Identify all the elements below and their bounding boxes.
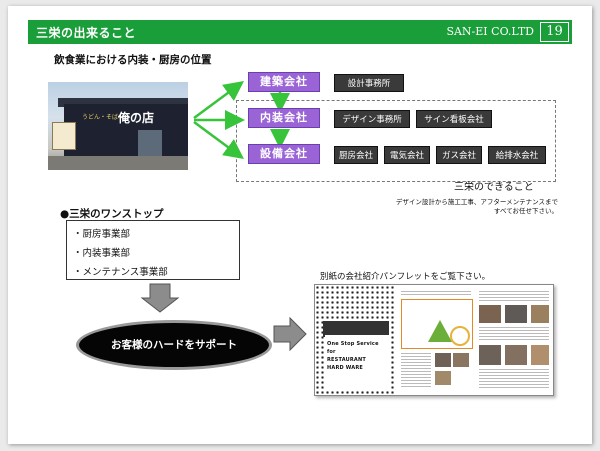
pamphlet-heading-lines xyxy=(401,291,471,297)
gas-company-box: ガス会社 xyxy=(436,146,482,164)
pamphlet-text-line: One Stop Service xyxy=(327,341,379,347)
slide-header: 三栄の出来ること SAN-EI CO.LTD 19 xyxy=(28,20,572,44)
interior-company-box: 内装会社 xyxy=(248,108,320,128)
sign-company-box: サイン看板会社 xyxy=(416,110,492,128)
pamphlet-photo xyxy=(505,305,527,323)
company-name: SAN-EI CO.LTD xyxy=(446,25,534,38)
pamphlet-image: One Stop Service for RESTAURANT HARD WAR… xyxy=(314,284,554,396)
construction-company-box: 建築会社 xyxy=(248,72,320,92)
photo-shop-name: 俺の店 xyxy=(118,111,155,125)
service-note-line-1: デザイン設計から施工工事、アフターメンテナンスまで xyxy=(395,198,558,206)
photo-shop-sub: うどん・そば xyxy=(82,114,119,121)
pamphlet-photo xyxy=(505,345,527,365)
pamphlet-circle-shape xyxy=(450,326,470,346)
section-subtitle: 飲食業における内装・厨房の位置 xyxy=(54,54,212,66)
pamphlet-caption: 別紙の会社紹介パンフレットをご覧下さい。 xyxy=(320,272,491,282)
photo-roof xyxy=(58,98,188,107)
service-note-line-2: すべてお任せ下さい。 xyxy=(493,206,558,215)
pamphlet-photo xyxy=(479,305,501,323)
support-ellipse: お客様のハードをサポート xyxy=(76,320,272,370)
pamphlet-text-line: for xyxy=(327,349,336,355)
electric-company-box: 電気会社 xyxy=(384,146,430,164)
arrow-to-construction xyxy=(193,81,245,120)
pamphlet-photo xyxy=(435,371,451,385)
pamphlet-photo xyxy=(453,353,469,367)
kitchen-company-box: 厨房会社 xyxy=(334,146,378,164)
page-number: 19 xyxy=(540,22,569,42)
department-list: ・厨房事業部 ・内装事業部 ・メンテナンス事業部 xyxy=(66,220,240,280)
service-note: デザイン設計から施工工事、アフターメンテナンスまで すべてお任せ下さい。 xyxy=(374,198,558,216)
department-item: ・メンテナンス事業部 xyxy=(73,267,168,278)
pamphlet-cover-panel xyxy=(325,335,391,389)
department-item: ・厨房事業部 xyxy=(73,229,131,240)
slide-title: 三栄の出来ること xyxy=(36,26,137,40)
pamphlet-photo xyxy=(479,345,501,365)
design-studio-box: デザイン事務所 xyxy=(334,110,410,128)
restaurant-photo: うどん・そば 俺の店 xyxy=(48,82,188,170)
support-label: お客様のハードをサポート xyxy=(111,339,237,351)
green-arrows xyxy=(140,81,307,352)
pamphlet-photo xyxy=(531,305,549,323)
pamphlet-text-block xyxy=(479,369,549,389)
pamphlet-cover: One Stop Service for RESTAURANT HARD WAR… xyxy=(315,285,395,395)
pamphlet-skyline xyxy=(323,321,389,337)
photo-building xyxy=(64,104,188,156)
photo-door xyxy=(138,130,162,156)
plumbing-company-box: 給排水会社 xyxy=(488,146,546,164)
equipment-company-box: 設備会社 xyxy=(248,144,320,164)
pamphlet-text-line: HARD WARE xyxy=(327,365,364,371)
pamphlet-photo xyxy=(435,353,451,367)
pamphlet-photo xyxy=(531,345,549,365)
department-item: ・内装事業部 xyxy=(73,248,131,259)
photo-sign xyxy=(52,122,76,150)
pamphlet-text-block xyxy=(479,291,549,301)
arrow-to-equipment xyxy=(193,120,245,159)
capability-label: 三栄のできること xyxy=(454,182,534,193)
pamphlet-inner-page xyxy=(397,289,551,393)
down-block-arrow-icon xyxy=(140,283,180,313)
design-office-box: 設計事務所 xyxy=(334,74,404,92)
pamphlet-diagram-frame xyxy=(401,299,473,349)
photo-ground xyxy=(48,156,188,170)
pamphlet-text-line: RESTAURANT xyxy=(327,357,366,363)
pamphlet-text-block xyxy=(401,353,431,389)
onestop-title: ●三栄のワンストップ xyxy=(60,208,164,220)
right-block-arrow-icon xyxy=(273,316,307,352)
pamphlet-triangle-shape xyxy=(428,320,452,342)
pamphlet-text-block xyxy=(479,327,549,341)
slide: 三栄の出来ること SAN-EI CO.LTD 19 飲食業における内装・厨房の位… xyxy=(8,6,592,444)
